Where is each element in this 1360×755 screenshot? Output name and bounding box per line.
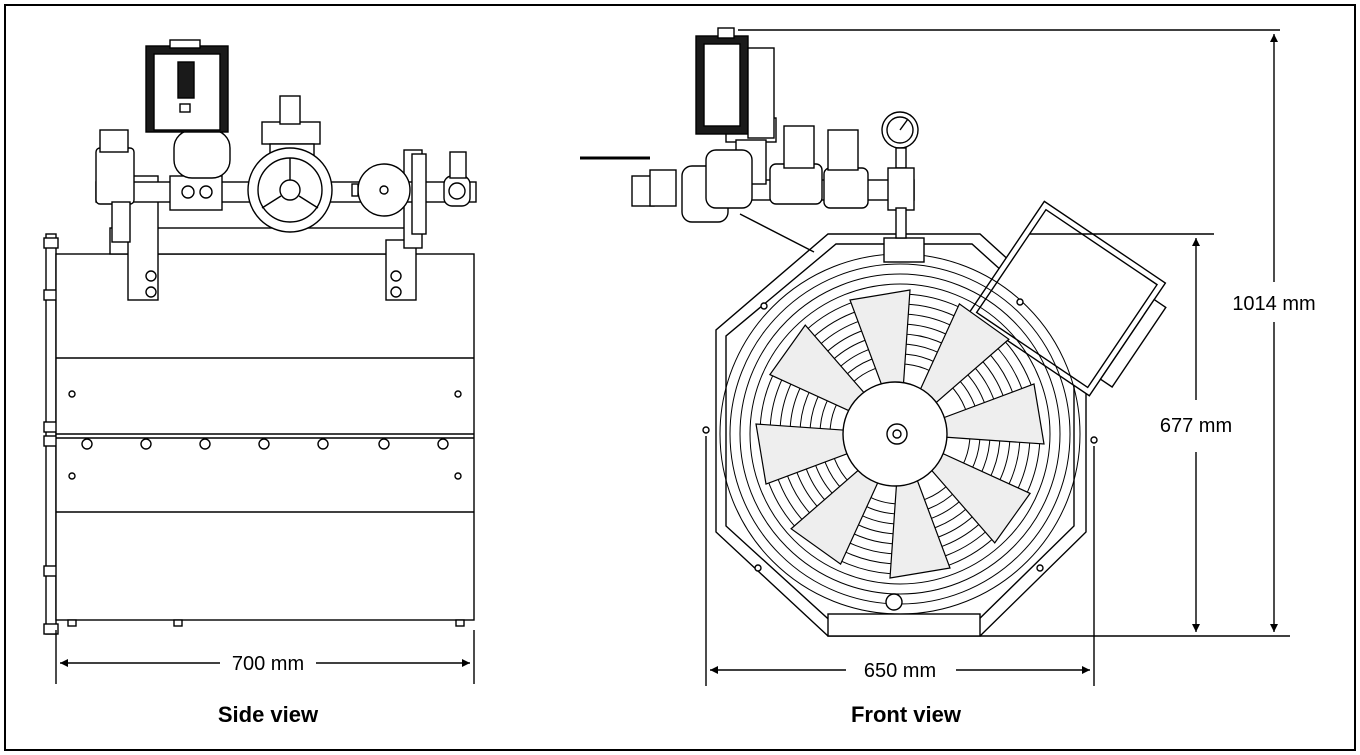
side-holes — [81, 438, 449, 450]
front-width-label: 650 mm — [864, 660, 936, 682]
side-housing — [55, 253, 475, 621]
side-view — [43, 39, 477, 635]
front-width-dimension — [705, 436, 1095, 686]
side-width-label: 700 mm — [232, 653, 304, 675]
side-view-caption: Side view — [218, 702, 319, 727]
front-total-height-label: 1014 mm — [1232, 293, 1315, 315]
front-view-caption: Front view — [851, 702, 962, 727]
front-body-height-dimension — [980, 233, 1290, 637]
front-body-height-label: 677 mm — [1160, 415, 1232, 437]
front-motor-box — [967, 200, 1167, 397]
front-top-bracket — [883, 237, 925, 263]
side-width-dimension — [55, 630, 475, 684]
front-view — [580, 27, 1280, 637]
